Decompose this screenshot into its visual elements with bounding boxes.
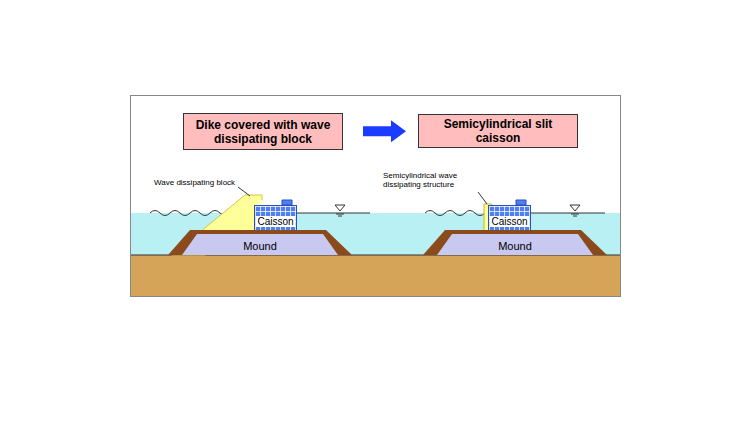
mound: Mound [423,230,607,255]
mound: Mound [168,230,352,255]
callout-label: Wave dissipating block [154,178,264,187]
seabed [131,255,620,296]
node-text: Mound [243,240,277,252]
frame [131,96,621,297]
wave [425,211,485,216]
node-text: Caisson [490,216,528,227]
water [131,213,620,255]
wave [150,211,230,216]
leader-line [238,187,250,196]
callout-label: Semicylindrical wave dissipating structu… [383,171,483,189]
water-level-symbol [335,205,580,216]
block-arrow [363,120,406,142]
title-box: Semicylindrical slit caisson [418,114,578,148]
node-text: Semicylindrical slit caisson [425,117,571,145]
title-box: Dike covered with wave dissipating block [183,113,343,150]
node-text: Dike covered with wave dissipating block [190,118,336,146]
node-text: Mound [498,240,532,252]
node-text: Caisson [256,216,294,227]
leader-line [478,192,487,204]
